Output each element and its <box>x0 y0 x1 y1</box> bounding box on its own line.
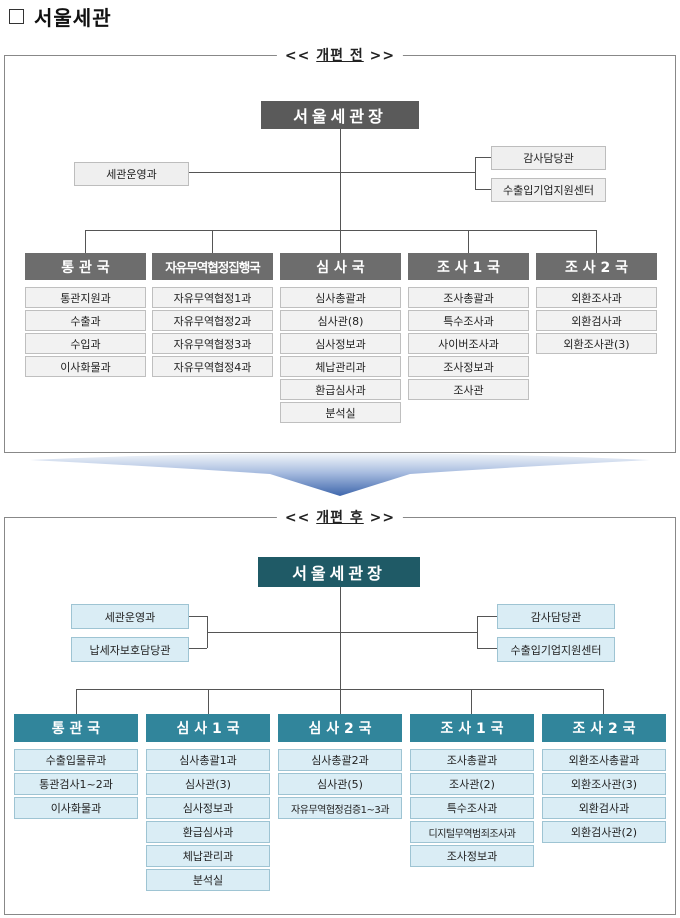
before-bureau-5: 조 사 2 국 <box>536 253 657 280</box>
transition-arrow-icon <box>30 453 650 496</box>
before-bureau-4-division-2: 특수조사과 <box>408 310 529 331</box>
before-bureau-5-division-3: 외환조사관(3) <box>536 333 657 354</box>
before-section-label: << 개편 전 >> <box>276 45 404 65</box>
after-right-stub-1 <box>477 616 497 617</box>
before-bureau-5-division-1: 외환조사과 <box>536 287 657 308</box>
after-left-stub-2 <box>187 648 207 649</box>
before-bureau-drop-2 <box>212 230 213 253</box>
after-right-stub-2 <box>477 648 497 649</box>
before-left-unit-1: 세관운영과 <box>74 162 189 186</box>
before-right-stub-2 <box>475 189 491 190</box>
before-bureau-3-division-4: 체납관리과 <box>280 356 401 377</box>
after-bureau-4-division-1: 조사총괄과 <box>410 749 534 771</box>
before-bureau-3-division-5: 환급심사과 <box>280 379 401 400</box>
before-head-box: 서울세관장 <box>261 101 419 129</box>
after-right-branch-line <box>340 632 477 633</box>
after-bureau-2-division-1: 심사총괄1과 <box>146 749 270 771</box>
after-left-vertical-line <box>207 616 208 648</box>
before-open-marker: << <box>284 48 311 64</box>
before-bureau-2: 자유무역협정집행국 <box>152 253 273 280</box>
after-bureau-drop-2 <box>208 689 209 714</box>
after-bureau-3-division-3: 자유무역협정검증1~3과 <box>278 797 402 819</box>
after-bureau-5: 조 사 2 국 <box>542 714 666 742</box>
after-bureau-1-division-3: 이사화물과 <box>14 797 138 819</box>
after-bureau-3-division-2: 심사관(5) <box>278 773 402 795</box>
after-right-unit-1: 감사담당관 <box>497 604 615 629</box>
before-close-marker: >> <box>369 48 396 64</box>
after-bureau-2-division-2: 심사관(3) <box>146 773 270 795</box>
before-right-unit-2: 수출입기업지원센터 <box>491 178 606 202</box>
after-label-text: 개편 후 <box>316 510 364 526</box>
after-bureau-2-division-3: 심사정보과 <box>146 797 270 819</box>
before-bureau-drop-5 <box>596 230 597 253</box>
after-section-label: << 개편 후 >> <box>276 507 404 527</box>
title-checkbox-icon <box>9 9 24 24</box>
after-bureau-drop-5 <box>603 689 604 714</box>
before-bureau-3-division-3: 심사정보과 <box>280 333 401 354</box>
before-bureau-1: 통 관 국 <box>25 253 146 280</box>
after-bureau-4-division-5: 조사정보과 <box>410 845 534 867</box>
before-bureau-4: 조 사 1 국 <box>408 253 529 280</box>
after-bureau-5-division-1: 외환조사총괄과 <box>542 749 666 771</box>
page-title: 서울세관 <box>34 6 112 30</box>
after-bureau-5-division-2: 외환조사관(3) <box>542 773 666 795</box>
after-bureau-2-division-6: 분석실 <box>146 869 270 891</box>
before-right-vertical-line <box>475 157 476 189</box>
after-head-box: 서울세관장 <box>258 557 420 587</box>
after-bureau-1-division-2: 통관검사1~2과 <box>14 773 138 795</box>
before-bureau-1-division-1: 통관지원과 <box>25 287 146 308</box>
after-trunk-line <box>340 587 341 689</box>
before-trunk-line <box>340 129 341 230</box>
before-bureau-2-division-2: 자유무역협정2과 <box>152 310 273 331</box>
before-bureau-2-division-3: 자유무역협정3과 <box>152 333 273 354</box>
before-left-branch-line <box>188 172 340 173</box>
after-bureau-5-division-3: 외환검사과 <box>542 797 666 819</box>
after-bureau-2-division-5: 체납관리과 <box>146 845 270 867</box>
before-right-stub-1 <box>475 157 491 158</box>
after-right-vertical-line <box>477 616 478 648</box>
after-bureau-4-division-2: 조사관(2) <box>410 773 534 795</box>
after-left-branch-line <box>207 632 340 633</box>
after-bureau-4-division-3: 특수조사과 <box>410 797 534 819</box>
after-left-unit-1: 세관운영과 <box>71 604 189 629</box>
after-bureau-bus-line <box>76 689 603 690</box>
after-bureau-drop-1 <box>76 689 77 714</box>
after-bureau-4-division-4: 디지털무역범죄조사과 <box>410 821 534 843</box>
after-bureau-1-division-1: 수출입물류과 <box>14 749 138 771</box>
after-bureau-drop-3 <box>340 689 341 714</box>
before-bureau-4-division-1: 조사총괄과 <box>408 287 529 308</box>
after-left-stub-1 <box>187 616 207 617</box>
before-bureau-5-division-2: 외환검사과 <box>536 310 657 331</box>
before-bureau-2-division-4: 자유무역협정4과 <box>152 356 273 377</box>
before-bureau-3-division-6: 분석실 <box>280 402 401 423</box>
before-bureau-4-division-3: 사이버조사과 <box>408 333 529 354</box>
after-bureau-3: 심 사 2 국 <box>278 714 402 742</box>
before-right-unit-1: 감사담당관 <box>491 146 606 170</box>
before-bureau-4-division-4: 조사정보과 <box>408 356 529 377</box>
before-bureau-drop-4 <box>468 230 469 253</box>
after-right-unit-2: 수출입기업지원센터 <box>497 637 615 662</box>
after-bureau-3-division-1: 심사총괄2과 <box>278 749 402 771</box>
before-bureau-drop-3 <box>340 230 341 253</box>
after-bureau-1: 통 관 국 <box>14 714 138 742</box>
after-close-marker: >> <box>369 510 396 526</box>
before-bureau-1-division-4: 이사화물과 <box>25 356 146 377</box>
before-bureau-1-division-2: 수출과 <box>25 310 146 331</box>
before-bureau-2-division-1: 자유무역협정1과 <box>152 287 273 308</box>
before-right-branch-line <box>340 172 475 173</box>
before-bureau-4-division-5: 조사관 <box>408 379 529 400</box>
before-label-text: 개편 전 <box>316 48 364 64</box>
after-bureau-4: 조 사 1 국 <box>410 714 534 742</box>
after-bureau-2-division-4: 환급심사과 <box>146 821 270 843</box>
after-bureau-5-division-4: 외환검사관(2) <box>542 821 666 843</box>
before-bureau-3-division-2: 심사관(8) <box>280 310 401 331</box>
before-bureau-3: 심 사 국 <box>280 253 401 280</box>
after-open-marker: << <box>284 510 311 526</box>
after-bureau-drop-4 <box>471 689 472 714</box>
before-bureau-3-division-1: 심사총괄과 <box>280 287 401 308</box>
after-left-unit-2: 납세자보호담당관 <box>71 637 189 662</box>
after-bureau-2: 심 사 1 국 <box>146 714 270 742</box>
before-bureau-1-division-3: 수입과 <box>25 333 146 354</box>
before-bureau-drop-1 <box>85 230 86 253</box>
